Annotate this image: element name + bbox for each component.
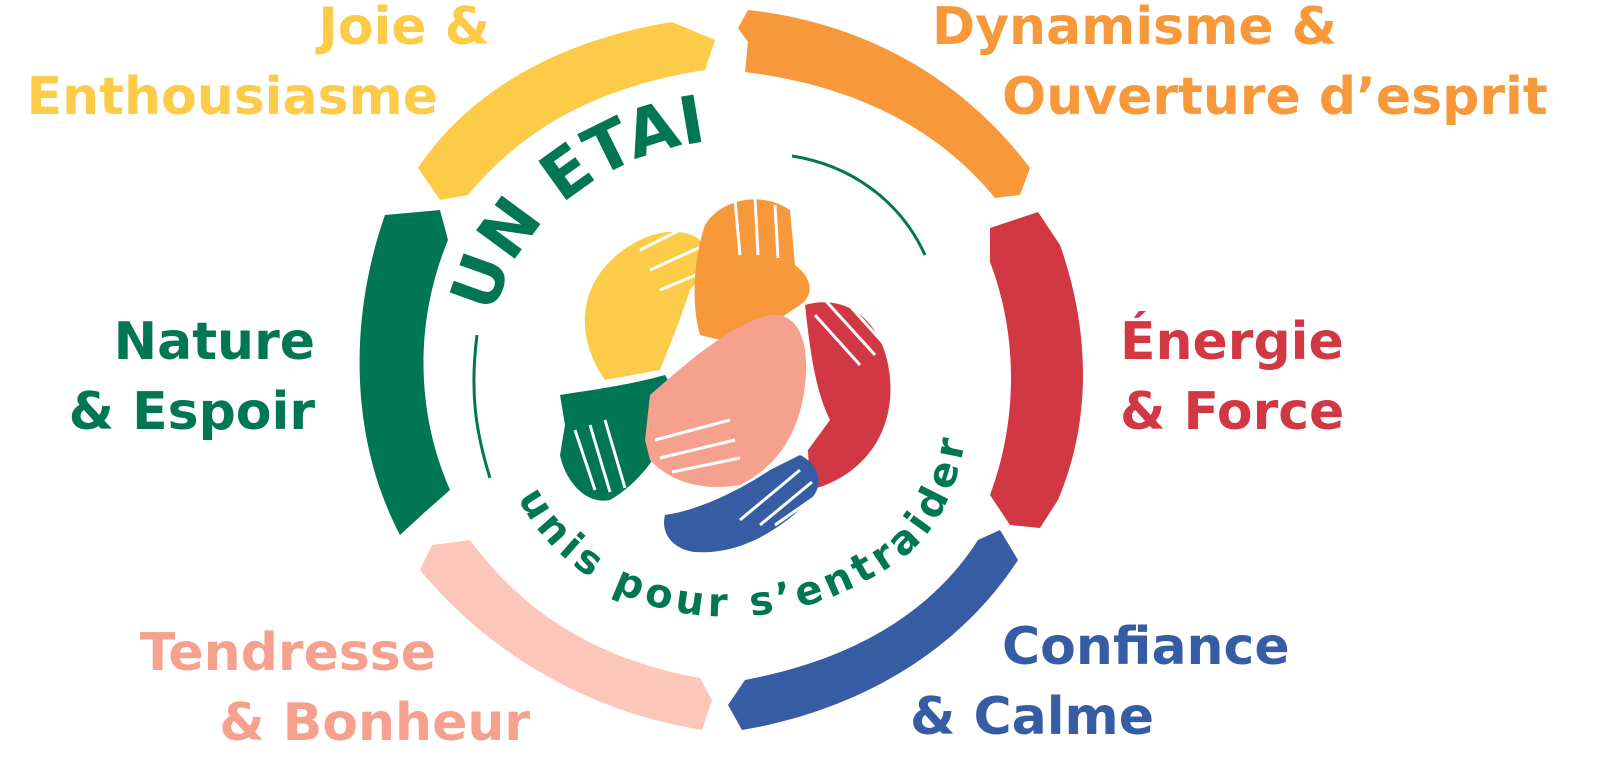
label-confiance-line1: Confiance <box>1002 617 1290 677</box>
hands-illustration <box>560 197 891 553</box>
hand-red <box>805 302 891 490</box>
label-joie-line1: Joie & <box>318 0 490 57</box>
arc-tendresse <box>420 540 712 730</box>
label-nature: Nature & Espoir <box>0 307 315 447</box>
label-tendresse: Tendresse & Bonheur <box>80 618 530 758</box>
hand-yellow <box>584 231 708 380</box>
label-tendresse-line2: & Bonheur <box>219 693 530 753</box>
label-energie-line2: & Force <box>1120 382 1345 442</box>
arc-nature <box>359 210 450 535</box>
label-dynamisme-line2: Ouverture d’esprit <box>1002 67 1548 127</box>
label-nature-line1: Nature <box>113 312 315 372</box>
arc-dynamisme <box>738 10 1030 198</box>
label-dynamisme: Dynamisme & Ouverture d’esprit <box>932 0 1619 132</box>
label-energie-line1: Énergie <box>1120 312 1344 372</box>
label-confiance-line2: & Calme <box>910 687 1154 747</box>
arc-confiance <box>728 530 1018 730</box>
hand-orange <box>694 199 810 345</box>
hand-pink <box>645 314 807 488</box>
label-confiance: Confiance & Calme <box>910 612 1330 752</box>
label-joie-line2: Enthousiasme <box>26 67 438 127</box>
arc-joie <box>418 22 715 200</box>
hand-blue <box>664 455 819 553</box>
inner-arc-top <box>791 154 927 256</box>
label-nature-line2: & Espoir <box>68 382 315 442</box>
label-joie: Joie & Enthousiasme <box>0 0 490 132</box>
label-tendresse-line1: Tendresse <box>139 623 436 683</box>
arc-energie <box>990 212 1083 528</box>
label-energie: Énergie & Force <box>1120 307 1480 447</box>
inner-arc-left <box>472 334 492 479</box>
label-dynamisme-line1: Dynamisme & <box>932 0 1338 57</box>
